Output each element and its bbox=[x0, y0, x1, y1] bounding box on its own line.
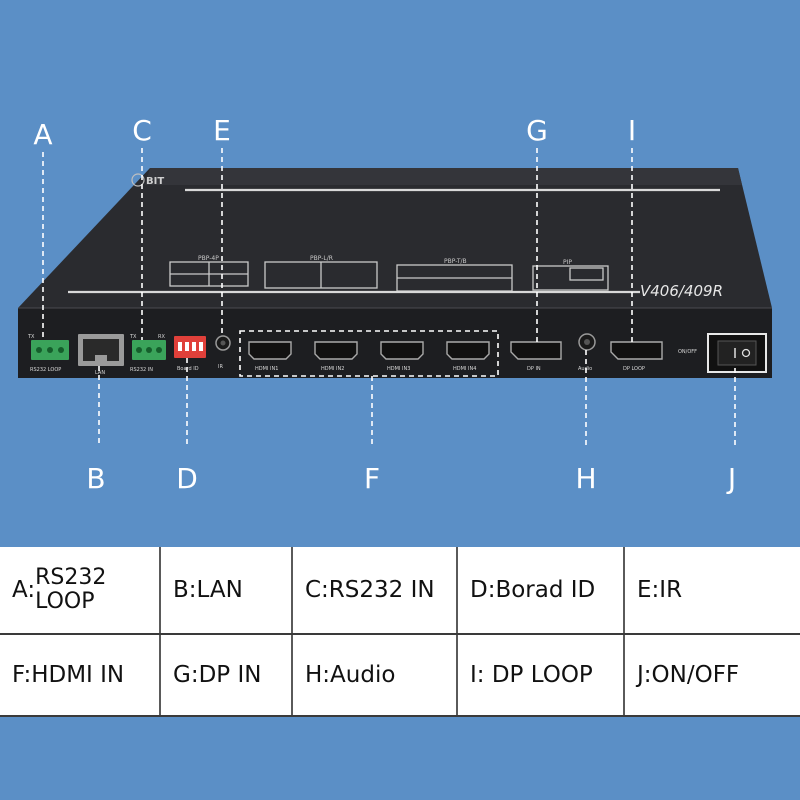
device-rear-panel: BIT PBP-4P PBP-L/R PBP-T/B PIP V406/409R bbox=[18, 148, 772, 445]
rs232-tx-label: TX bbox=[27, 334, 35, 340]
mode-label-pbptb: PBP-T/B bbox=[444, 258, 467, 265]
callout-b: B bbox=[86, 462, 106, 495]
legend-cell-d: D:Borad ID bbox=[457, 547, 625, 636]
legend-row: F:HDMI IN G:DP IN H:Audio I: DP LOOP J:O… bbox=[0, 634, 800, 717]
legend-cell-c: C:RS232 IN bbox=[292, 547, 458, 636]
dp-in-label: DP IN bbox=[527, 366, 541, 372]
ir-jack bbox=[215, 335, 231, 351]
hdmi-group-outline bbox=[239, 330, 499, 377]
legend-cell-i: I: DP LOOP bbox=[457, 634, 625, 717]
hdmi-port-3 bbox=[380, 341, 424, 360]
audio-label: Audio bbox=[578, 366, 592, 372]
legend-a-prefix: A: bbox=[12, 577, 36, 604]
rs232-in-terminal bbox=[132, 340, 166, 360]
rs232-in-rx-label: RX bbox=[158, 334, 165, 340]
rs232-in-label: RS232 IN bbox=[130, 367, 153, 373]
callout-c: C bbox=[132, 114, 152, 147]
legend-table-area: A: RS232 LOOP B:LAN C:RS232 IN D:Borad I… bbox=[0, 545, 800, 800]
legend-table: A: RS232 LOOP B:LAN C:RS232 IN D:Borad I… bbox=[0, 547, 800, 717]
legend-cell-h: H:Audio bbox=[292, 634, 458, 717]
hdmi-ports bbox=[248, 341, 490, 360]
legend-cell-a: A: RS232 LOOP bbox=[0, 547, 161, 636]
callout-a: A bbox=[33, 118, 53, 151]
mode-label-pip: PIP bbox=[563, 259, 572, 266]
mode-label-pbp4p: PBP-4P bbox=[198, 255, 219, 262]
rs232-in-tx-label: TX bbox=[129, 334, 137, 340]
chassis-top bbox=[18, 168, 772, 308]
lan-label: LAN bbox=[95, 370, 105, 376]
rs232-loop-terminal bbox=[31, 340, 69, 360]
legend-cell-e: E:IR bbox=[624, 547, 800, 636]
hdmi-port-1 bbox=[248, 341, 292, 360]
callout-f: F bbox=[363, 462, 381, 495]
product-photo: BIT PBP-4P PBP-L/R PBP-T/B PIP V406/409R bbox=[18, 114, 772, 495]
legend-cell-b: B:LAN bbox=[160, 547, 293, 636]
legend-cell-f: F:HDMI IN bbox=[0, 634, 161, 717]
callout-g: G bbox=[526, 114, 548, 147]
callout-i: I bbox=[627, 114, 637, 147]
callout-e: E bbox=[213, 114, 231, 147]
hdmi-4-label: HDMI IN4 bbox=[453, 366, 476, 372]
power-switch bbox=[707, 333, 767, 373]
audio-jack bbox=[578, 333, 596, 351]
hdmi-port-4 bbox=[446, 341, 490, 360]
hdmi-3-label: HDMI IN3 bbox=[387, 366, 410, 372]
rs232-loop-label: RS232 LOOP bbox=[30, 367, 61, 373]
lan-port bbox=[78, 334, 124, 366]
dp-loop-port bbox=[610, 341, 663, 360]
legend-cell-j: J:ON/OFF bbox=[624, 634, 800, 717]
board-id-dip-switch bbox=[174, 336, 206, 358]
board-id-label: Board ID bbox=[177, 366, 199, 372]
ir-label: IR bbox=[218, 364, 223, 370]
callout-d: D bbox=[176, 462, 198, 495]
callout-j: J bbox=[727, 462, 737, 495]
brand-logo: BIT bbox=[131, 173, 164, 187]
hdmi-1-label: HDMI IN1 bbox=[255, 366, 278, 372]
model-label: V406/409R bbox=[640, 282, 723, 300]
on-off-label: ON/OFF bbox=[678, 349, 697, 355]
svg-text:BIT: BIT bbox=[146, 176, 164, 187]
legend-a-line2: LOOP bbox=[35, 589, 95, 615]
callout-h: H bbox=[575, 462, 597, 495]
hdmi-port-2 bbox=[314, 341, 358, 360]
callout-lines bbox=[42, 148, 736, 445]
legend-row: A: RS232 LOOP B:LAN C:RS232 IN D:Borad I… bbox=[0, 547, 800, 636]
dp-loop-label: DP LOOP bbox=[623, 366, 645, 372]
mode-label-pbplr: PBP-L/R bbox=[310, 255, 333, 262]
legend-a-line1: RS232 bbox=[35, 565, 107, 591]
hdmi-2-label: HDMI IN2 bbox=[321, 366, 344, 372]
legend-cell-g: G:DP IN bbox=[160, 634, 293, 717]
dp-in-port bbox=[510, 341, 562, 360]
